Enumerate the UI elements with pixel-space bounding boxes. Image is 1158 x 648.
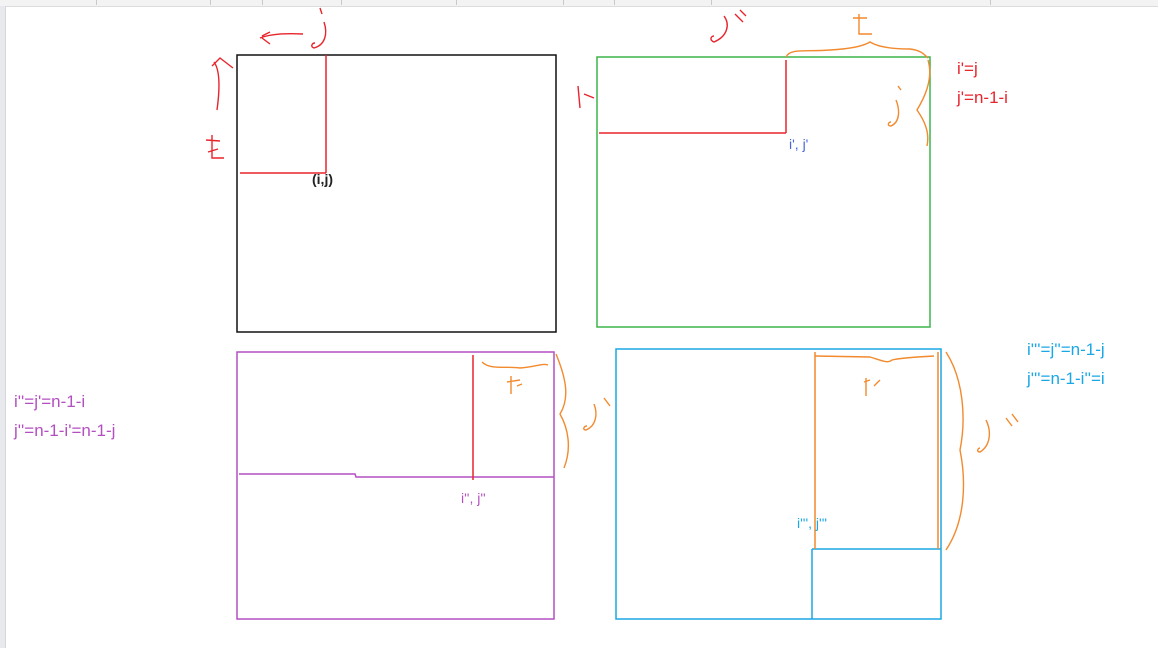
- orange-brace-right: [555, 353, 570, 469]
- point-label-rotated-once: i', j': [789, 136, 809, 152]
- point-label-original: (i,j): [312, 171, 333, 187]
- handwritten-i-prime-mark: [577, 85, 595, 109]
- handwritten-i-mark-orange: [863, 378, 881, 396]
- formula-green-line1: i'=j: [957, 59, 978, 78]
- matrix-original-border: [236, 54, 557, 333]
- orange-brace-top: [785, 41, 929, 59]
- point-label-rotated-twice: i'', j'': [461, 490, 486, 506]
- matrix-rotated-thrice: [615, 348, 1019, 620]
- row-index-line: [239, 473, 554, 478]
- formula-purple-line1: i''=j'=n-1-i: [14, 392, 86, 411]
- handwritten-j-double-prime-mark-orange: [977, 413, 1019, 453]
- handwritten-j-arrow: [259, 31, 304, 45]
- matrix-rotated-once-border: [596, 56, 931, 328]
- point-label-rotated-thrice: i''', j''': [797, 515, 828, 531]
- handwritten-j-prime-mark-orange: [583, 397, 611, 431]
- handwritten-j-mark: [311, 7, 327, 49]
- matrix-rotated-twice: [236, 351, 611, 620]
- handwritten-i-mark-orange: [506, 376, 523, 394]
- handwritten-j-mark-orange: [887, 85, 902, 127]
- matrix-rotated-twice-border: [236, 351, 555, 620]
- matrix-rotated-once: [577, 9, 931, 328]
- formula-cyan-line1: i'''=j''=n-1-j: [1027, 340, 1105, 359]
- handwritten-i-arrow: [211, 57, 234, 111]
- handwritten-i-mark-orange: [853, 14, 872, 35]
- handwritten-j-prime-mark: [710, 9, 747, 43]
- formula-green-line2: j'=n-1-i: [957, 88, 1008, 107]
- orange-brace-top: [481, 361, 549, 369]
- formula-cyan-line2: j'''=n-1-i''=i: [1027, 369, 1105, 388]
- matrix-rotated-thrice-border: [615, 348, 942, 620]
- orange-brace-top: [814, 355, 935, 363]
- matrix-original: [205, 7, 557, 333]
- left-edge-bar: [0, 6, 6, 648]
- orange-brace-right: [916, 59, 931, 147]
- orange-brace-right: [945, 351, 965, 551]
- top-toolbar-strip: [0, 0, 1158, 7]
- handwritten-i-mark: [205, 135, 224, 159]
- formula-purple-line2: j''=n-1-i'=n-1-j: [14, 421, 116, 440]
